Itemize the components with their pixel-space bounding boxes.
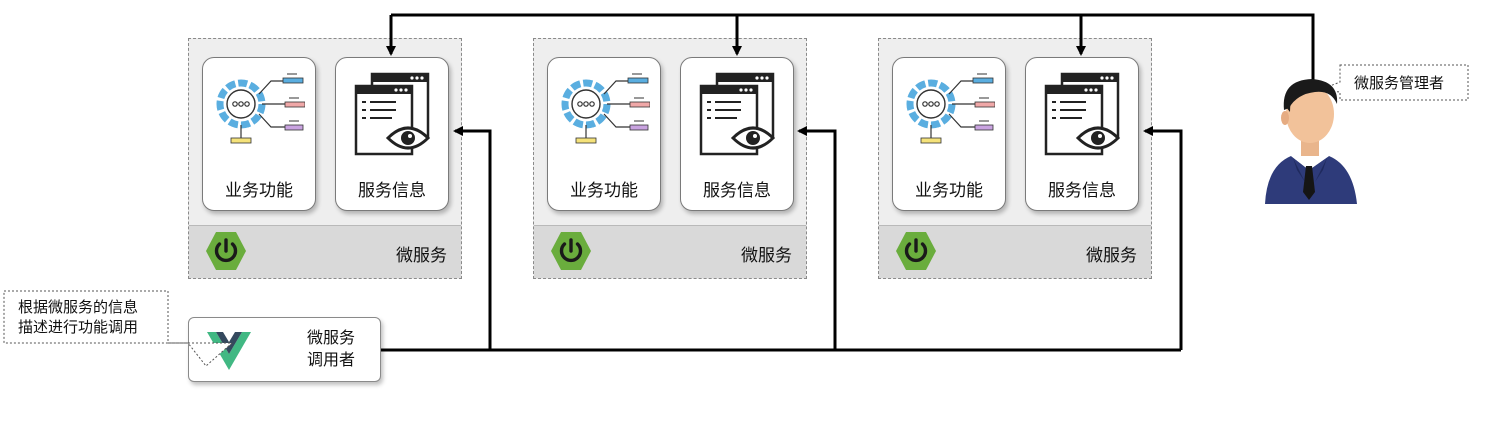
microservice-footer: 微服务: [189, 225, 461, 278]
service-info-card: 服务信息: [680, 57, 794, 211]
business-function-card: 业务功能: [547, 57, 661, 211]
microservice-label: 微服务: [741, 246, 792, 266]
microservice-label: 微服务: [396, 246, 447, 266]
manager-to-services-line: [391, 13, 1315, 80]
microservice-label: 微服务: [1086, 246, 1137, 266]
manager-callout-text: 微服务管理者: [1354, 74, 1445, 92]
business-function-label: 业务功能: [225, 181, 293, 201]
service-info-card: 服务信息: [1025, 57, 1139, 211]
business-function-label: 业务功能: [570, 181, 638, 201]
caller-callout-line2: 描述进行功能调用: [18, 318, 139, 336]
service-info-label: 服务信息: [358, 181, 426, 201]
microservice-box-2: 业务功能 服务信息 微服务: [533, 38, 807, 279]
service-caller-box: 微服务 调用者: [188, 317, 381, 382]
service-info-label: 服务信息: [703, 181, 771, 201]
caller-label-line2: 调用者: [307, 350, 356, 369]
caller-callout-line1: 根据微服务的信息: [18, 298, 139, 316]
business-function-label: 业务功能: [915, 181, 983, 201]
caller-callout-text: 根据微服务的信息 描述进行功能调用: [18, 297, 138, 337]
service-info-icon: [1044, 72, 1121, 156]
business-function-card: 业务功能: [202, 57, 316, 211]
spring-power-icon: [551, 232, 591, 270]
manager-person-icon: [1265, 79, 1357, 204]
spring-power-icon: [206, 232, 246, 270]
business-function-card: 业务功能: [892, 57, 1006, 211]
microservice-footer: 微服务: [534, 225, 806, 278]
business-function-icon: [216, 73, 305, 144]
microservice-footer: 微服务: [879, 225, 1151, 278]
service-info-label: 服务信息: [1048, 181, 1116, 201]
business-function-icon: [561, 73, 650, 144]
business-function-icon: [906, 73, 995, 144]
caller-label: 微服务 调用者: [307, 327, 355, 371]
service-info-icon: [354, 72, 431, 156]
microservice-box-1: 业务功能 服务信息 微服务: [188, 38, 462, 279]
vue-logo-icon: [207, 332, 251, 370]
caller-label-line1: 微服务: [307, 328, 356, 347]
service-info-icon: [699, 72, 776, 156]
microservice-box-3: 业务功能 服务信息 微服务: [878, 38, 1152, 279]
service-info-card: 服务信息: [335, 57, 449, 211]
spring-power-icon: [896, 232, 936, 270]
